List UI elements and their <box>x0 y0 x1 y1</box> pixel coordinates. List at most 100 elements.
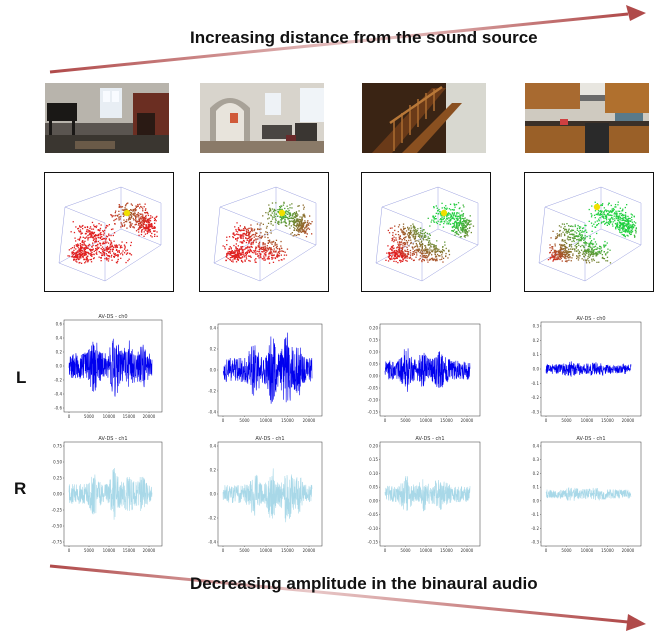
pointcloud-1 <box>44 172 174 292</box>
y-tick-label: 0.75 <box>53 444 62 449</box>
plot-title: AV-DS - ch1 <box>98 436 127 442</box>
row-label-right: R <box>14 479 27 498</box>
waveform-trace <box>222 468 313 523</box>
y-tick-label: 0.4 <box>533 444 540 449</box>
waveform-trace <box>384 348 471 392</box>
y-tick-label: -0.1 <box>531 512 539 517</box>
y-tick-label: -0.2 <box>531 395 539 400</box>
x-tick-label: 15000 <box>601 548 614 553</box>
bottom-caption: Decreasing amplitude in the binaural aud… <box>190 574 538 593</box>
y-tick-label: 0.4 <box>210 444 217 449</box>
y-tick-label: 0.20 <box>369 444 378 449</box>
waveform-trace <box>545 361 632 377</box>
y-tick-label: 0.50 <box>53 460 62 465</box>
y-tick-label: 0.1 <box>533 352 540 357</box>
y-tick-label: -0.10 <box>368 526 379 531</box>
y-tick-label: -0.4 <box>208 410 216 415</box>
y-tick-label: 0.05 <box>369 362 378 367</box>
y-tick-label: -0.75 <box>52 540 63 545</box>
pointcloud-svg-2 <box>213 186 317 282</box>
x-tick-label: 15000 <box>281 418 294 423</box>
x-tick-label: 20000 <box>143 414 156 419</box>
y-tick-label: -0.6 <box>54 406 62 411</box>
plot-title: AV-DS - ch0 <box>576 316 605 322</box>
x-tick-label: 0 <box>222 418 225 423</box>
y-tick-label: 0.15 <box>369 338 378 343</box>
x-tick-label: 15000 <box>440 548 453 553</box>
pointcloud-points <box>222 201 313 264</box>
y-tick-label: -0.05 <box>368 512 379 517</box>
sound-source-marker <box>123 209 131 217</box>
x-tick-label: 5000 <box>84 548 95 553</box>
y-tick-label: -0.2 <box>208 516 216 521</box>
y-tick-label: 0.00 <box>369 374 378 379</box>
x-tick-label: 10000 <box>103 414 116 419</box>
y-tick-label: 0.0 <box>533 498 540 503</box>
y-tick-label: 0.3 <box>533 457 540 462</box>
x-tick-label: 5000 <box>561 548 572 553</box>
plot-title: AV-DS - ch1 <box>255 436 284 442</box>
y-tick-label: 0.4 <box>210 326 217 331</box>
x-tick-label: 10000 <box>103 548 116 553</box>
x-tick-label: 5000 <box>400 548 411 553</box>
y-tick-label: 0.6 <box>56 322 63 327</box>
y-tick-label: 0.05 <box>369 485 378 490</box>
x-tick-label: 5000 <box>400 418 411 423</box>
y-tick-label: 0.2 <box>210 468 217 473</box>
sound-source-marker <box>593 203 601 211</box>
y-tick-label: 0.0 <box>210 368 217 373</box>
x-tick-label: 20000 <box>303 548 316 553</box>
y-tick-label: -0.15 <box>368 410 379 415</box>
photo-living-room-piano <box>45 83 169 153</box>
x-tick-label: 20000 <box>143 548 156 553</box>
y-tick-label: -0.1 <box>531 381 539 386</box>
photo-kitchen <box>525 83 649 153</box>
x-tick-label: 5000 <box>561 418 572 423</box>
y-tick-label: -0.3 <box>531 540 539 545</box>
y-tick-label: 0.2 <box>56 350 63 355</box>
pointcloud-box <box>58 186 162 282</box>
waveform-trace <box>222 332 313 404</box>
sound-source-marker <box>440 209 448 217</box>
x-tick-label: 10000 <box>581 418 594 423</box>
pointcloud-points <box>385 202 475 264</box>
waveform-trace <box>68 338 153 397</box>
pointcloud-svg-3 <box>375 186 479 282</box>
pointcloud-3 <box>361 172 491 292</box>
x-tick-label: 5000 <box>239 418 250 423</box>
x-tick-label: 15000 <box>601 418 614 423</box>
pointcloud-points <box>547 201 637 264</box>
x-tick-label: 20000 <box>461 418 474 423</box>
x-tick-label: 0 <box>68 414 71 419</box>
y-tick-label: -0.2 <box>531 526 539 531</box>
x-tick-label: 15000 <box>123 548 136 553</box>
y-tick-label: -0.4 <box>54 392 62 397</box>
photo-staircase <box>362 83 486 153</box>
y-tick-label: 0.25 <box>53 476 62 481</box>
y-tick-label: 0.1 <box>533 485 540 490</box>
x-tick-label: 0 <box>545 418 548 423</box>
x-tick-label: 0 <box>68 548 71 553</box>
sound-source-marker <box>278 209 286 217</box>
x-tick-label: 20000 <box>622 548 635 553</box>
pointcloud-box <box>213 186 317 282</box>
plot-title: AV-DS - ch1 <box>576 436 605 442</box>
pointcloud-2 <box>199 172 329 292</box>
pointcloud-svg-4 <box>538 186 642 282</box>
y-tick-label: 0.10 <box>369 471 378 476</box>
y-tick-label: 0.00 <box>369 498 378 503</box>
y-tick-label: -0.10 <box>368 398 379 403</box>
photo-living-room-arch <box>200 83 324 153</box>
y-tick-label: 0.2 <box>533 338 540 343</box>
